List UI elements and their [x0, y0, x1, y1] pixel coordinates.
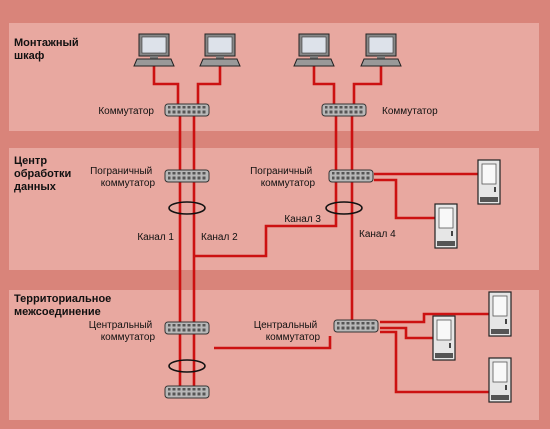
ring-core-left — [168, 359, 206, 373]
switch-label-right: Коммутатор — [382, 106, 438, 117]
ring-right-edge — [325, 201, 363, 215]
network-switch-icon — [164, 321, 210, 335]
network-switch-icon — [333, 319, 379, 333]
computer-icon — [360, 33, 402, 67]
channel-rings — [168, 201, 363, 373]
switch-label-left: Коммутатор — [98, 106, 154, 117]
core-switch-label-left: Центральный коммутатор — [89, 320, 156, 343]
server-icon — [434, 203, 458, 249]
network-switch-icon — [321, 103, 367, 117]
server-icon — [488, 291, 512, 337]
network-switch-icon — [328, 169, 374, 183]
channel-label-3: Канал 3 — [284, 214, 321, 225]
channel-label-4: Канал 4 — [359, 229, 396, 240]
core-switch-label-right: Центральный коммутатор — [254, 320, 321, 343]
network-switch-icon — [164, 103, 210, 117]
edge-switch-label-left: Пограничный коммутатор — [90, 166, 155, 189]
zone-label-wiring-closet: Монтажный шкаф — [14, 37, 82, 62]
zone-label-wide-area: Территориальное межсоединение — [14, 293, 114, 318]
zone-label-data-center: Центр обработки данных — [14, 155, 74, 193]
computer-icon — [133, 33, 175, 67]
network-switch-icon — [164, 385, 210, 399]
zone-wiring-closet: Монтажный шкаф — [9, 23, 539, 131]
edge-switch-label-right: Пограничный коммутатор — [250, 166, 315, 189]
computer-icon — [293, 33, 335, 67]
zone-wide-area: Территориальное межсоединение — [9, 290, 539, 420]
server-icon — [432, 315, 456, 361]
network-switch-icon — [164, 169, 210, 183]
ring-left-edge — [168, 201, 206, 215]
channel-label-1: Канал 1 — [137, 232, 174, 243]
computer-icon — [199, 33, 241, 67]
cables — [152, 64, 496, 394]
channel-label-2: Канал 2 — [201, 232, 238, 243]
server-icon — [488, 357, 512, 403]
server-icon — [477, 159, 501, 205]
